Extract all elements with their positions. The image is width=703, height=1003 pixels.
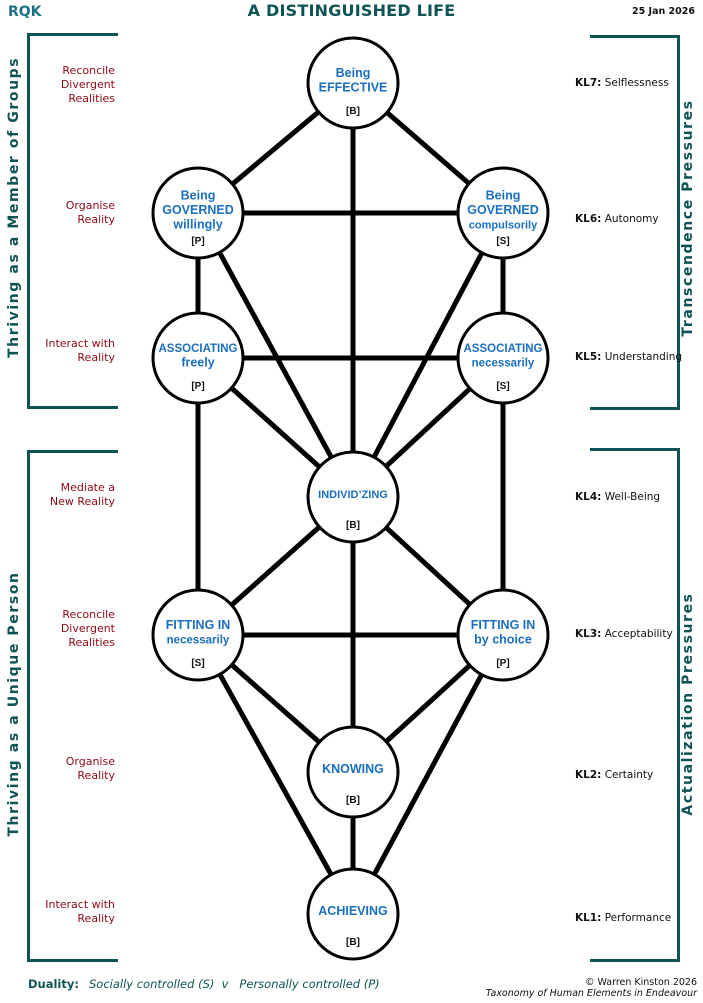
duality-key: Duality: [28,977,79,991]
node-label-line: ACHIEVING [318,904,387,918]
level-code: KL4: [575,491,602,503]
copyright-block: © Warren Kinston 2026 Taxonomy of Human … [486,977,697,999]
node-tag: [B] [346,106,360,117]
node-circle [456,588,550,682]
node-achieving: ACHIEVING [B] [306,867,400,961]
level-kl1: KL1: Performance [575,912,671,924]
duality-legend: Duality: Socially controlled (S) v Person… [28,977,380,991]
node-circle [151,588,245,682]
node-tag: [S] [191,658,204,669]
node-label-line: compulsorily [469,220,538,232]
node-circle [456,311,550,405]
left-label-reconcile-groups: Reconcile Divergent Realities [60,64,115,105]
node-label-line: Being [486,189,521,203]
node-label-line: Being [336,66,371,80]
node-label-line: EFFECTIVE [319,80,388,94]
taxonomy-subtitle: Taxonomy of Human Elements in Endeavour [485,988,697,999]
left-label-mediate-person: Mediate a New Reality [49,481,115,508]
right-bracket-actualization [590,448,680,962]
node-label-line: necessarily [472,357,535,369]
node-label-line: GOVERNED [162,203,234,217]
level-name: Well-Being [604,491,661,503]
level-code: KL3: [575,628,602,640]
left-bracket-person [27,450,118,962]
edge-fitting-necessarily-achieving [195,633,356,916]
header-code: RQK [8,4,42,20]
node-tag: [P] [191,381,204,392]
level-code: KL1: [575,912,602,924]
node-tag: [S] [496,236,509,247]
node-circle [306,450,400,544]
node-label-line: GOVERNED [467,203,539,217]
node-circle [306,725,400,819]
node-label-line: KNOWING [322,762,384,776]
left-bracket-groups [27,33,118,409]
node-label-line: INDIVID’ZING [318,489,388,501]
node-tag: [P] [496,658,509,669]
node-circle [306,867,400,961]
node-knowing: KNOWING [B] [306,725,400,819]
node-label-line: Being [181,189,216,203]
level-name: Selflessness [604,77,669,89]
left-label-organise-person: Organise Reality [65,755,115,782]
level-name: Autonomy [604,213,659,225]
duality-text: Socially controlled (S) v Personally con… [88,977,380,991]
node-tag: [B] [346,795,360,806]
left-label-interact-groups: Interact with Reality [45,337,115,364]
node-label-line: willingly [172,218,222,232]
level-name: Certainty [604,769,654,781]
node-label-line: FITTING IN [471,618,536,632]
level-kl3: KL3: Acceptability [575,628,673,640]
level-kl6: KL6: Autonomy [575,213,659,225]
node-tag: [S] [496,381,509,392]
copyright-text: © Warren Kinston 2026 [584,977,697,988]
node-fitting-necessarily: FITTING IN necessarily [S] [151,588,245,682]
level-name: Acceptability [604,628,673,640]
left-label-interact-person: Interact with Reality [45,898,115,925]
node-circle [151,166,245,260]
level-code: KL5: [575,351,602,363]
level-kl2: KL2: Certainty [575,769,653,781]
node-tag: [P] [191,236,204,247]
node-individzing: INDIVID’ZING [B] [306,450,400,544]
right-bracket-transcendence [590,35,680,410]
node-label-line: necessarily [167,634,230,646]
level-code: KL2: [575,769,602,781]
edge-fitting-choice-achieving [350,633,506,916]
level-name: Understanding [604,351,683,363]
node-circle [306,36,400,130]
page-title: A DISTINGUISHED LIFE [247,1,456,20]
level-code: KL6: [575,213,602,225]
node-label-line: by choice [474,632,532,646]
node-label-line: freely [181,355,214,369]
node-label-line: ASSOCIATING [463,343,542,355]
left-label-reconcile-person: Reconcile Divergent Realities [60,608,115,649]
nodes: BeingEFFECTIVE[B]BeingGOVERNEDwillingly[… [151,36,550,961]
level-code: KL7: [575,77,602,89]
node-circle [151,311,245,405]
level-name: Performance [604,912,672,924]
level-kl4: KL4: Well-Being [575,491,660,503]
edge-gov-compulsorily-individzing [350,211,506,499]
node-tag: [B] [346,937,360,948]
left-label-organise-groups: Organise Reality [65,199,115,226]
node-tag: [B] [346,520,360,531]
level-kl7: KL7: Selflessness [575,77,669,89]
date-label: 25 Jan 2026 [632,6,695,17]
node-label-line: FITTING IN [166,618,231,632]
node-label-line: ASSOCIATING [158,343,237,355]
edge-gov-willingly-individzing [195,211,356,499]
node-assoc-necessarily: ASSOCIATING necessarily [S] [456,311,550,405]
node-circle [456,166,550,260]
level-kl5: KL5: Understanding [575,351,682,363]
